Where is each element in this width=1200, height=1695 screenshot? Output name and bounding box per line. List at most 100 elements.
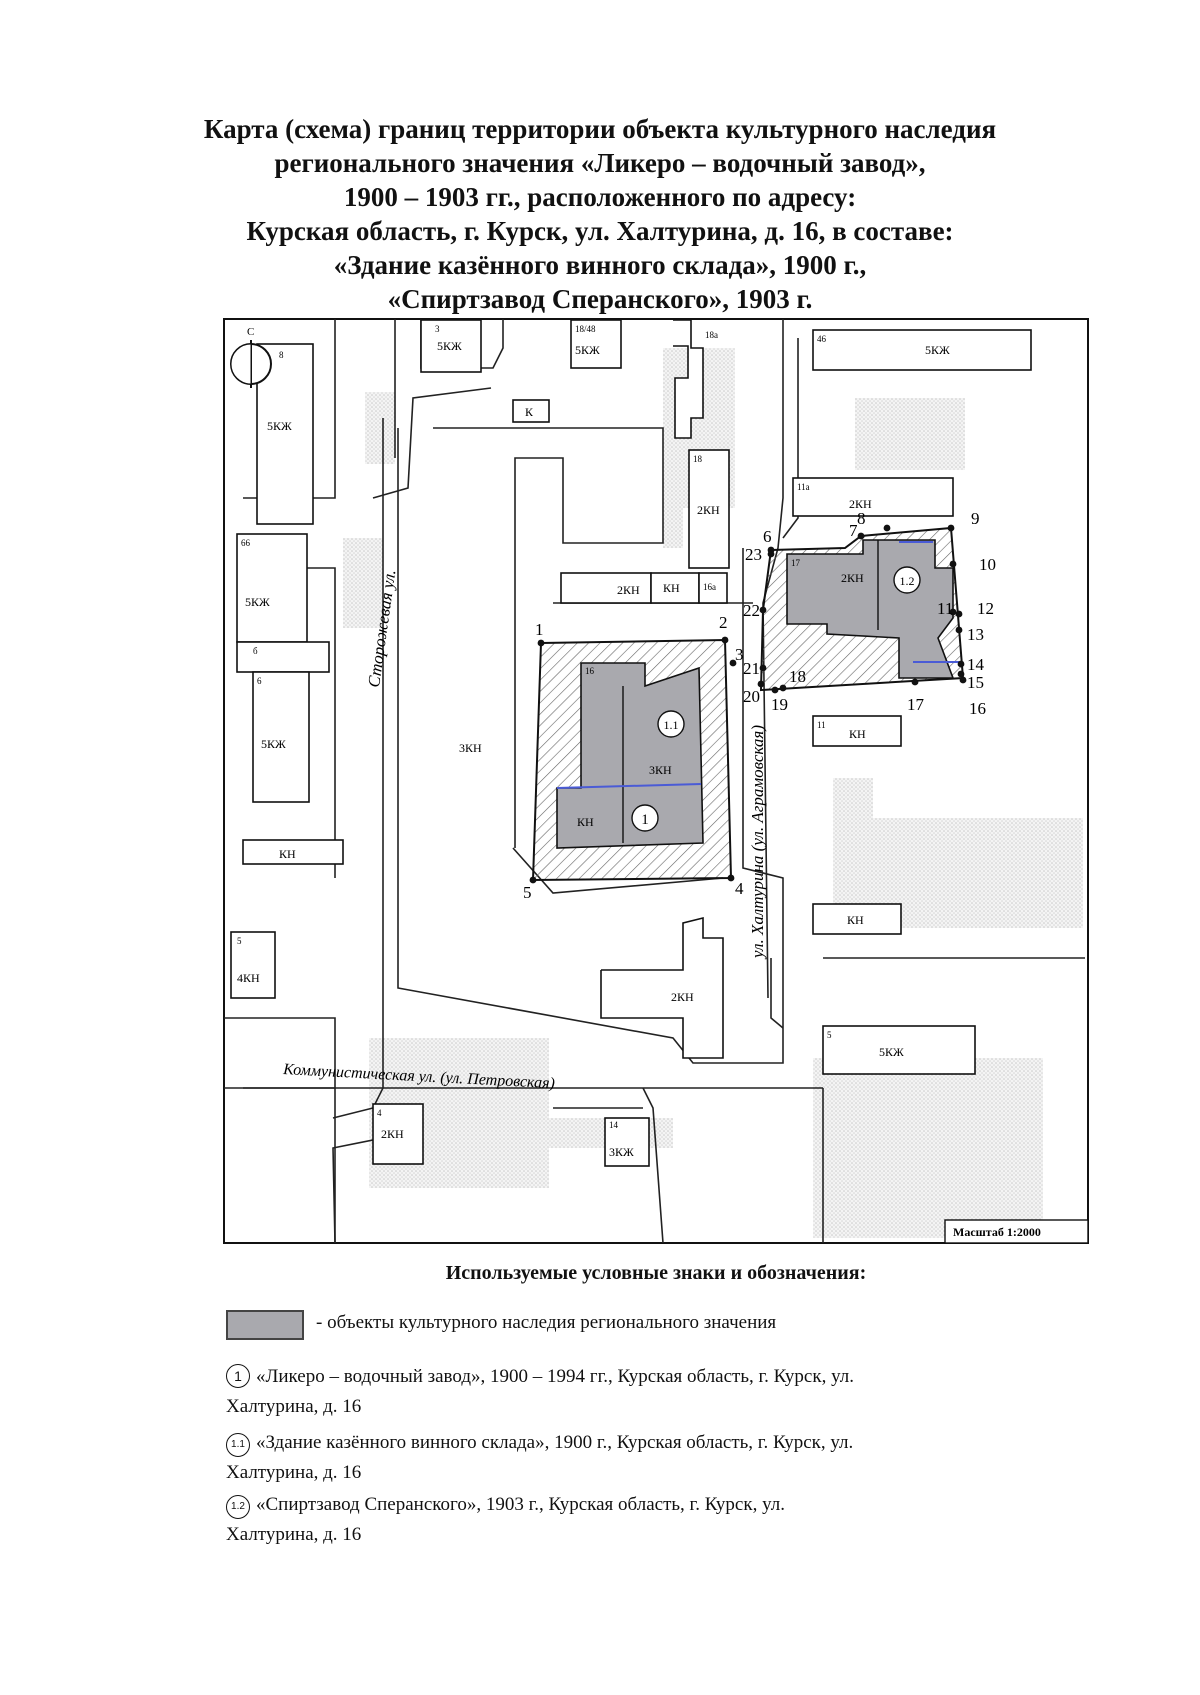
building-14 bbox=[604, 1117, 650, 1167]
label-5right-type: 5КЖ bbox=[879, 1045, 904, 1059]
building-3 bbox=[420, 319, 482, 373]
legend-text: «Спиртзавод Сперанского», 1903 г., Курск… bbox=[256, 1494, 785, 1515]
legend-item-1: 1«Ликеро – водочный завод», 1900 – 1994 … bbox=[226, 1362, 1046, 1422]
point-label: 9 bbox=[971, 509, 980, 528]
north-label: С bbox=[247, 326, 254, 338]
object-markers: 1.1 1 1.2 bbox=[631, 566, 921, 832]
swatch-text: - объекты культурного наследия региональ… bbox=[316, 1312, 777, 1333]
label-4-type: 2КН bbox=[381, 1127, 404, 1141]
boundary-points bbox=[529, 524, 967, 884]
building-46 bbox=[812, 329, 1032, 371]
point-label: 10 bbox=[979, 555, 996, 574]
point-label: 14 bbox=[967, 655, 985, 674]
building-18 bbox=[688, 449, 730, 569]
label-8-type: 5КЖ bbox=[267, 419, 292, 433]
title-line: 1900 – 1903 гг., расположенного по адрес… bbox=[343, 182, 857, 212]
label-16-kn: КН bbox=[577, 815, 594, 829]
building-2kn-bottom bbox=[600, 916, 724, 1059]
point-label: 7 bbox=[849, 521, 858, 540]
building-b bbox=[236, 641, 330, 673]
legend-text-2: Халтурина, д. 16 bbox=[226, 1462, 362, 1483]
point-label: 19 bbox=[771, 695, 788, 714]
point-label: 1 bbox=[535, 620, 544, 639]
label-16a-num: 16а bbox=[703, 582, 716, 592]
building-8 bbox=[256, 343, 314, 525]
building-6 bbox=[252, 671, 310, 803]
object-swatch bbox=[226, 1310, 304, 1340]
label-kn-left: КН bbox=[279, 847, 296, 861]
point-label: 11 bbox=[937, 599, 953, 618]
label-kn-right: КН bbox=[847, 913, 864, 927]
title-line: «Здание казённого винного склада», 1900 … bbox=[333, 250, 867, 280]
north-arrow: С bbox=[230, 326, 272, 388]
label-3-num: 3 bbox=[435, 324, 440, 334]
label-6-type: 5КЖ bbox=[261, 737, 286, 751]
street-outlines bbox=[224, 319, 1085, 1244]
legend-text-2: Халтурина, д. 16 bbox=[226, 1524, 362, 1545]
label-16-num: 16 bbox=[585, 666, 595, 676]
building-5-left bbox=[230, 931, 276, 999]
point-label: 3 bbox=[735, 645, 744, 664]
label-4-num: 4 bbox=[377, 1108, 382, 1118]
legend-item-1-1: 1.1«Здание казённого винного склада», 19… bbox=[226, 1428, 1046, 1488]
label-18-type: 2КН bbox=[697, 503, 720, 517]
label-b-num: б bbox=[253, 646, 258, 656]
point-label: 6 bbox=[763, 527, 772, 546]
building-18a bbox=[673, 319, 704, 439]
territory-1-2 bbox=[759, 526, 965, 692]
label-5right-num: 5 bbox=[827, 1030, 832, 1040]
legend-num: 1.2 bbox=[226, 1495, 250, 1519]
label-11a-type: 2КН bbox=[849, 497, 872, 511]
label-18a-num: 18а bbox=[705, 330, 718, 340]
building-18-48 bbox=[570, 319, 622, 369]
building-11 bbox=[812, 715, 902, 747]
point-label: 5 bbox=[523, 883, 532, 902]
label-8-num: 8 bbox=[279, 350, 284, 360]
point-labels: 1 2 3 4 5 6 7 8 9 10 11 12 13 14 15 16 1… bbox=[523, 509, 996, 902]
point-label: 16 bbox=[969, 699, 986, 718]
territory-1-1 bbox=[531, 638, 733, 882]
scale-label: Масштаб 1:2000 bbox=[953, 1225, 1041, 1239]
building-kn-left bbox=[242, 839, 344, 865]
legend-num: 1.1 bbox=[226, 1433, 250, 1457]
label-5left-type: 4КН bbox=[237, 971, 260, 985]
building-kn-row bbox=[650, 572, 700, 604]
label-6-num: 6 bbox=[257, 676, 262, 686]
building-5-right bbox=[822, 1025, 976, 1075]
label-14-num: 14 bbox=[609, 1120, 619, 1130]
building-16a bbox=[698, 572, 728, 604]
label-row-kn: КН bbox=[663, 581, 680, 595]
label-5left-num: 5 bbox=[237, 936, 242, 946]
building-4 bbox=[372, 1103, 424, 1165]
legend-text-2: Халтурина, д. 16 bbox=[226, 1396, 362, 1417]
point-label: 8 bbox=[857, 509, 866, 528]
point-label: 18 bbox=[789, 667, 806, 686]
title-line: «Спиртзавод Сперанского», 1903 г. bbox=[387, 284, 813, 314]
label-3-type: 5КЖ bbox=[437, 339, 462, 353]
point-label: 23 bbox=[745, 545, 762, 564]
label-11a-num: 11а bbox=[797, 482, 810, 492]
point-label: 22 bbox=[743, 601, 760, 620]
map-svg: С Сторожевая ул. ул. Халтурина (ул. Агра… bbox=[223, 318, 1089, 1244]
label-17-type: 2КН bbox=[841, 571, 864, 585]
point-label: 2 bbox=[719, 613, 728, 632]
point-label: 13 bbox=[967, 625, 984, 644]
marker-1-1: 1.1 bbox=[664, 718, 679, 732]
label-11-num: 11 bbox=[817, 720, 826, 730]
label-big-3kn: 3КН bbox=[459, 741, 482, 755]
point-label: 17 bbox=[907, 695, 925, 714]
title-line: регионального значения «Ликеро – водочны… bbox=[274, 148, 926, 178]
legend-item-1-2: 1.2 «Спиртзавод Сперанского», 1903 г., Ку… bbox=[226, 1490, 1046, 1550]
marker-1-2: 1.2 bbox=[900, 574, 915, 588]
label-17-num: 17 bbox=[791, 558, 801, 568]
building-k bbox=[512, 399, 550, 423]
building-11a bbox=[792, 477, 954, 517]
building-kn-right bbox=[812, 903, 902, 935]
point-label: 15 bbox=[967, 673, 984, 692]
label-2kn-bottom: 2КН bbox=[671, 990, 694, 1004]
legend-text: «Ликеро – водочный завод», 1900 – 1994 г… bbox=[256, 1366, 854, 1387]
label-11-type: КН bbox=[849, 727, 866, 741]
title-line: Курская область, г. Курск, ул. Халтурина… bbox=[246, 216, 954, 246]
scale-box: Масштаб 1:2000 bbox=[944, 1219, 1089, 1244]
building-66 bbox=[236, 533, 308, 643]
